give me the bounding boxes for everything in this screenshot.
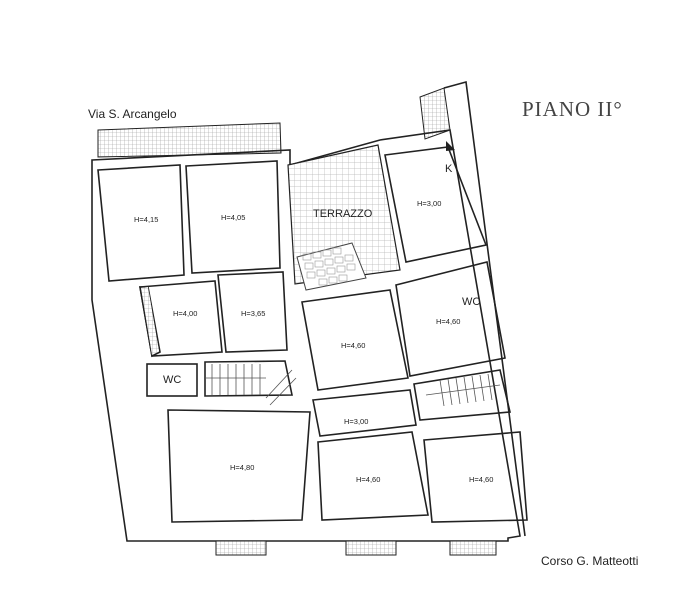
building-outline [91,129,521,542]
corridor-label: H=3,00 [344,417,368,426]
facade-right [443,80,526,537]
wall-hatch [141,287,159,355]
room-label-2: H=4,05 [221,213,245,222]
street-label-bottom: Corso G. Matteotti [541,554,638,568]
room-label-9: H=4,60 [356,475,380,484]
room-label-1: H=4,15 [134,215,158,224]
stair-left [205,364,297,406]
wc-label-right: WC [462,296,480,308]
skylight-grid [302,247,356,286]
wc-label-left: WC [163,374,181,386]
terrace [287,144,401,285]
north-arrow-icon [446,141,455,151]
street-label-top: Via S. Arcangelo [88,107,177,121]
balcony-top [97,122,282,158]
room-label-3: H=3,00 [417,199,441,208]
room-label-7: H=4,60 [436,317,460,326]
room-walls [97,146,528,523]
room-label-4: H=4,00 [173,309,197,318]
room-label-6: H=4,60 [341,341,365,350]
room-label-10: H=4,60 [469,475,493,484]
bottom-balconies [215,540,497,556]
kitchen-mark: K [445,163,453,175]
room-label-8: H=4,80 [230,463,254,472]
terrace-label: TERRAZZO [313,208,373,220]
plan-title: PIANO II° [522,97,623,121]
stair-right [425,373,501,407]
room-label-5: H=3,65 [241,309,265,318]
